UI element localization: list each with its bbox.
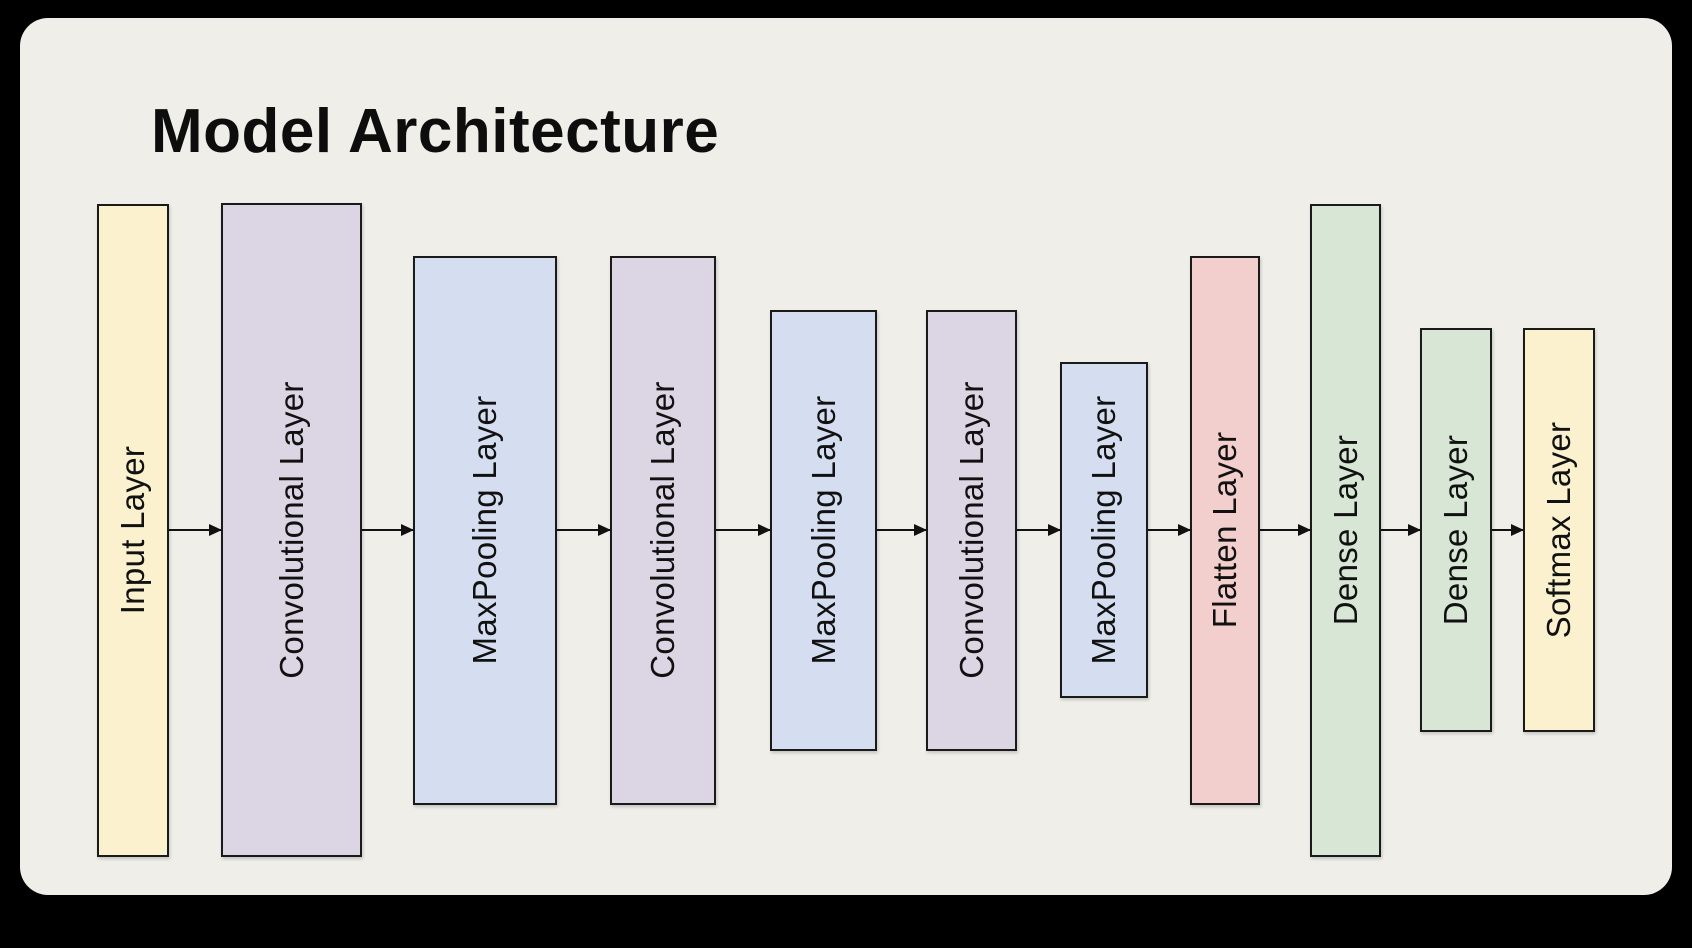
layer-label: MaxPooling Layer: [466, 395, 503, 665]
layer-label: Flatten Layer: [1206, 431, 1243, 629]
layer-box-10-dense-layer: Dense Layer: [1420, 328, 1492, 732]
layer-box-7-maxpooling-layer: MaxPooling Layer: [1060, 362, 1148, 698]
arrow-connector-8: [1260, 524, 1311, 536]
arrowhead-icon: [1408, 524, 1421, 536]
layer-label: Convolutional Layer: [272, 381, 310, 679]
layer-label: Softmax Layer: [1540, 421, 1577, 639]
arrowhead-icon: [1178, 524, 1191, 536]
arrow-connector-9: [1381, 524, 1421, 536]
arrow-connector-1: [169, 524, 222, 536]
arrow-connector-7: [1148, 524, 1191, 536]
arrowhead-icon: [1298, 524, 1311, 536]
arrow-connector-3: [557, 524, 611, 536]
layer-box-11-softmax-layer: Softmax Layer: [1523, 328, 1595, 732]
layer-box-2-convolutional-layer: Convolutional Layer: [221, 203, 362, 857]
arrowhead-icon: [209, 524, 222, 536]
layer-box-4-convolutional-layer: Convolutional Layer: [610, 255, 716, 805]
layer-label: MaxPooling Layer: [804, 395, 842, 665]
arrow-connector-5: [877, 524, 927, 536]
layer-label: Input Layer: [114, 445, 151, 615]
layer-label: Dense Layer: [1437, 434, 1474, 626]
arrowhead-icon: [1511, 524, 1524, 536]
layer-box-9-dense-layer: Dense Layer: [1310, 203, 1381, 857]
layer-label: Dense Layer: [1326, 434, 1364, 626]
layer-box-3-maxpooling-layer: MaxPooling Layer: [413, 255, 557, 805]
arrowhead-icon: [1048, 524, 1061, 536]
arrowhead-icon: [758, 524, 771, 536]
arrow-connector-10: [1492, 524, 1524, 536]
page-title: Model Architecture: [151, 97, 720, 166]
layer-box-8-flatten-layer: Flatten Layer: [1190, 255, 1260, 805]
arrow-connector-6: [1017, 524, 1061, 536]
layer-box-6-convolutional-layer: Convolutional Layer: [926, 309, 1017, 751]
arrow-connector-2: [362, 524, 414, 536]
layer-label: Convolutional Layer: [952, 381, 990, 679]
layer-box-1-input-layer: Input Layer: [97, 203, 169, 857]
layer-label: MaxPooling Layer: [1085, 395, 1122, 665]
arrowhead-icon: [598, 524, 611, 536]
arrow-connector-4: [716, 524, 771, 536]
layer-label: Convolutional Layer: [644, 381, 681, 679]
arrowhead-icon: [914, 524, 927, 536]
layer-box-5-maxpooling-layer: MaxPooling Layer: [770, 309, 877, 751]
arrowhead-icon: [401, 524, 414, 536]
